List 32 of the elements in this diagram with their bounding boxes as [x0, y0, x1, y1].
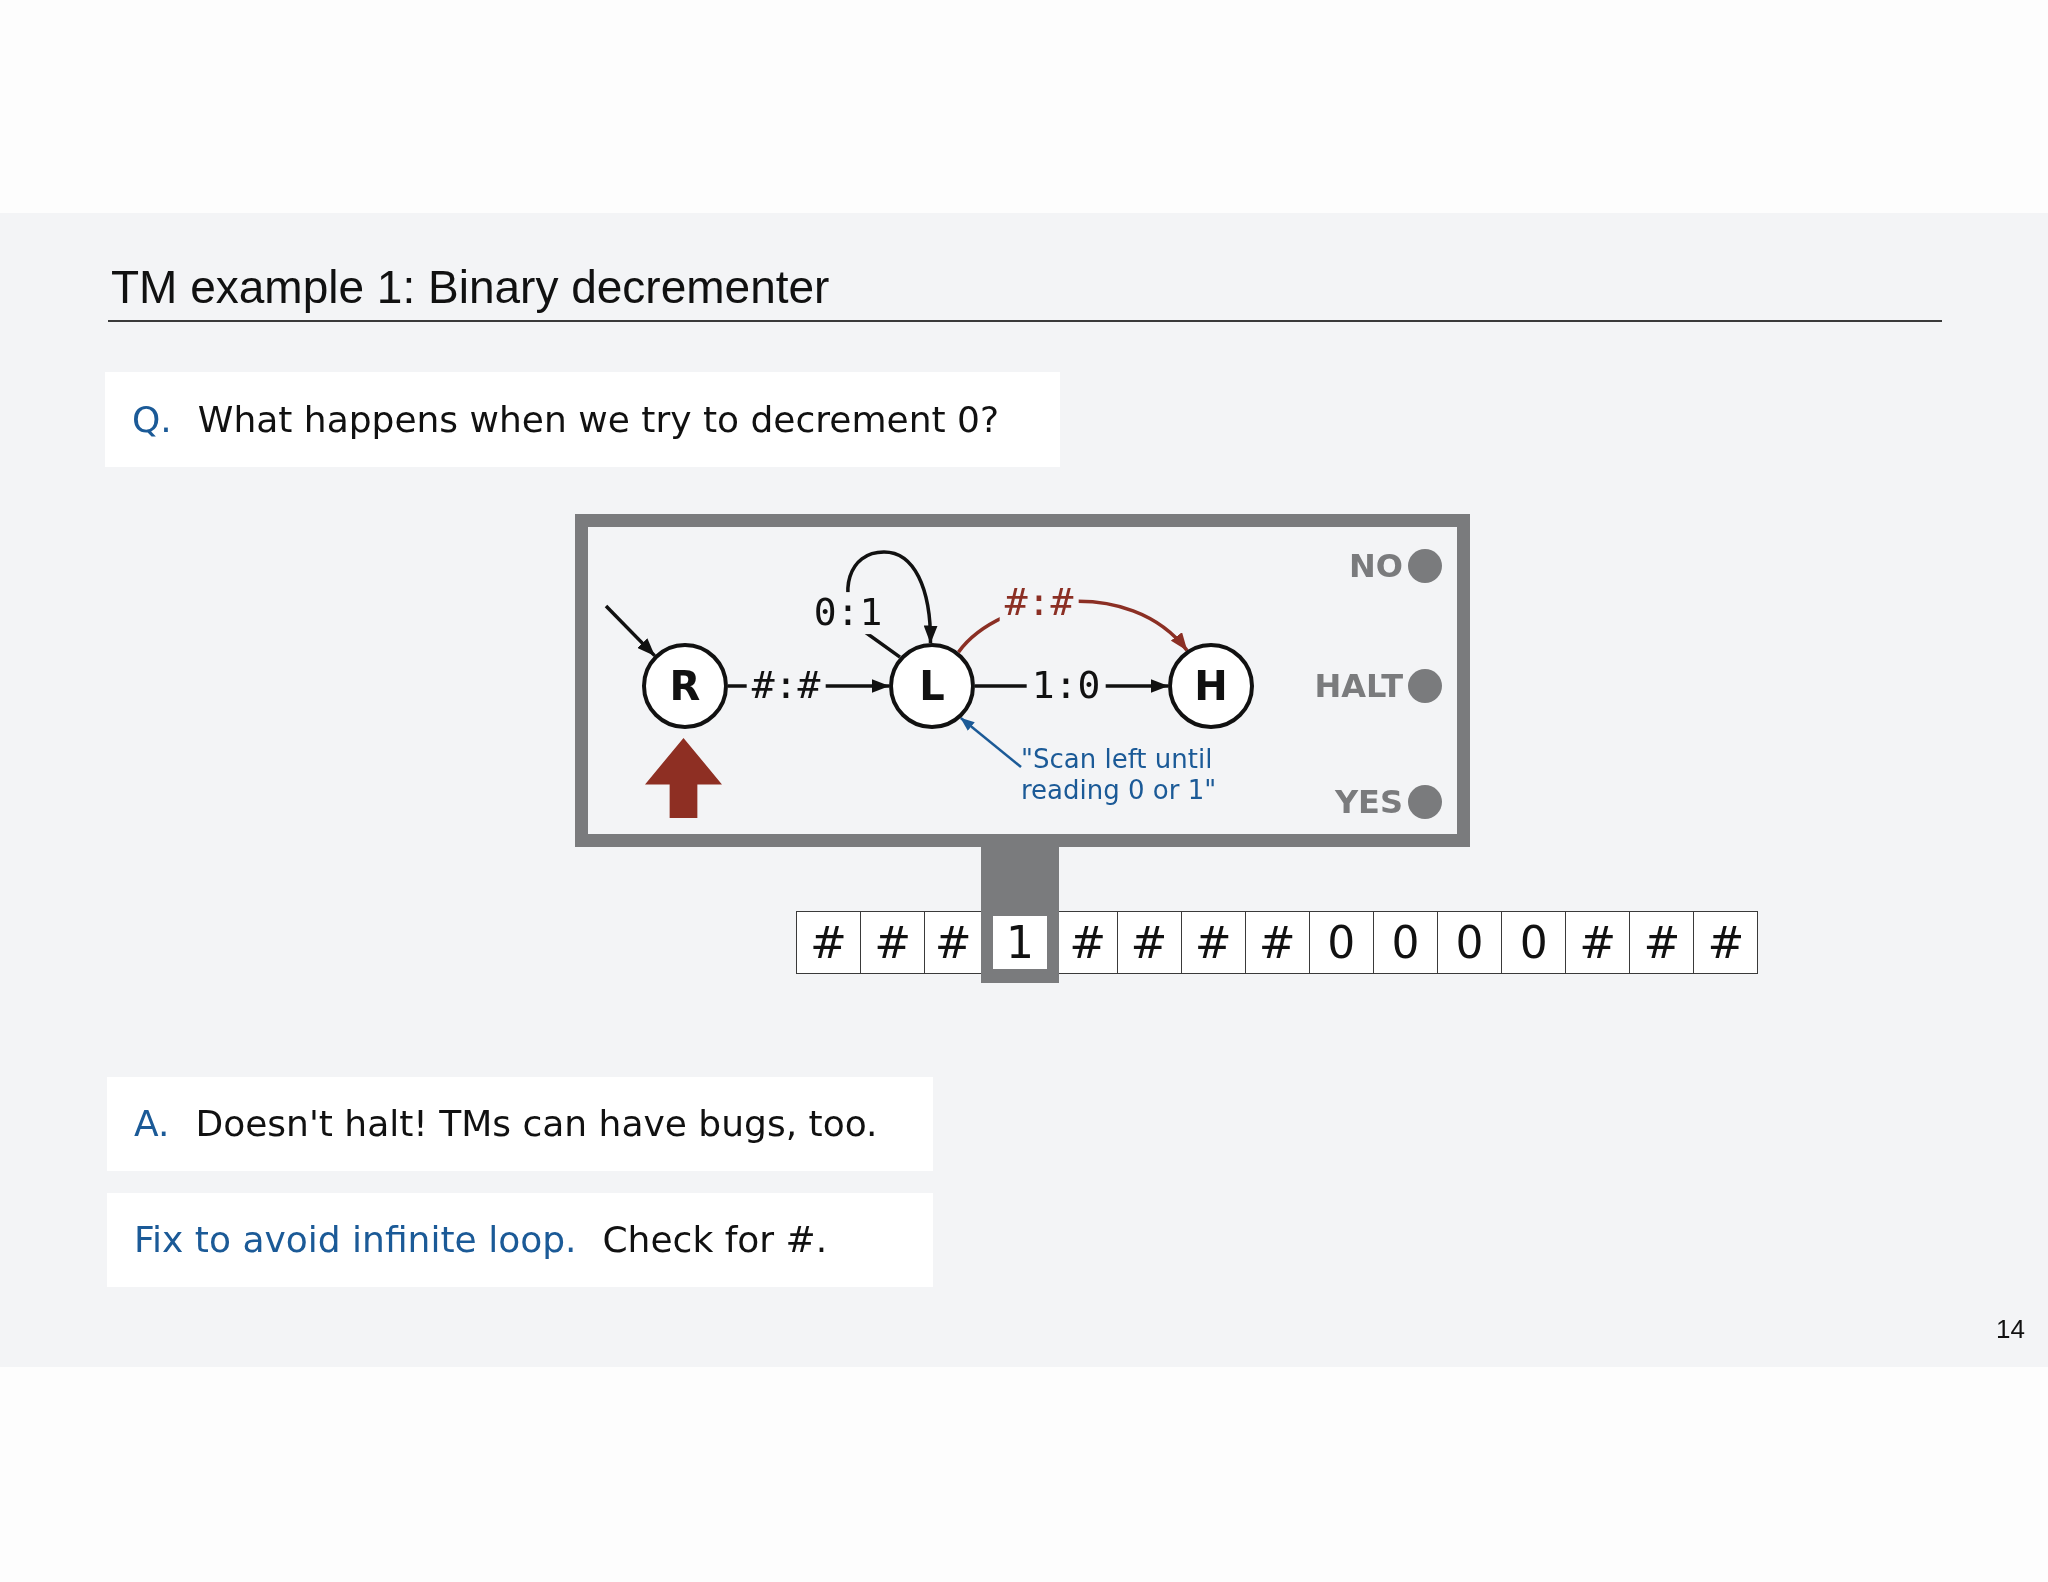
question-text: What happens when we try to decrement 0?	[197, 397, 1000, 442]
tape-cell: #	[924, 911, 982, 974]
answer-text: Doesn't halt! TMs can have bugs, too.	[195, 1102, 878, 1146]
state-circle: H	[1168, 643, 1254, 729]
fix-text: Check for #.	[602, 1218, 828, 1262]
answer-label: A.	[134, 1102, 170, 1146]
tape-cell: 1	[993, 916, 1047, 969]
tape-cell: 0	[1437, 911, 1503, 974]
tape-cell: #	[1180, 911, 1246, 974]
tape-cell: #	[1116, 911, 1182, 974]
start-arrow	[604, 604, 656, 657]
tape-cell: #	[1058, 911, 1118, 974]
tape-cell: #	[1629, 911, 1695, 974]
tape-cell: #	[1693, 911, 1759, 974]
annotation-text: "Scan left until reading 0 or 1"	[1021, 744, 1236, 806]
fix-heading: Fix to avoid infinite loop.	[134, 1218, 577, 1262]
tape-cell: 0	[1308, 911, 1374, 974]
page-number: 14	[1996, 1316, 2025, 1342]
tape-cell: #	[860, 911, 926, 974]
status-label: YES	[1334, 784, 1403, 820]
tape-cell: 0	[1372, 911, 1438, 974]
tape-cell: #	[796, 911, 862, 974]
tape-cell: #	[1565, 911, 1631, 974]
state-circle: R	[642, 643, 728, 729]
state-circle: L	[889, 643, 975, 729]
tape-cell: #	[1244, 911, 1310, 974]
status-label: NO	[1349, 548, 1403, 584]
leader-arrow	[960, 717, 1022, 768]
machine-frame	[575, 514, 1470, 847]
tape-cell: 0	[1501, 911, 1567, 974]
status-label: HALT	[1314, 668, 1403, 704]
question-label: Q.	[132, 397, 172, 442]
